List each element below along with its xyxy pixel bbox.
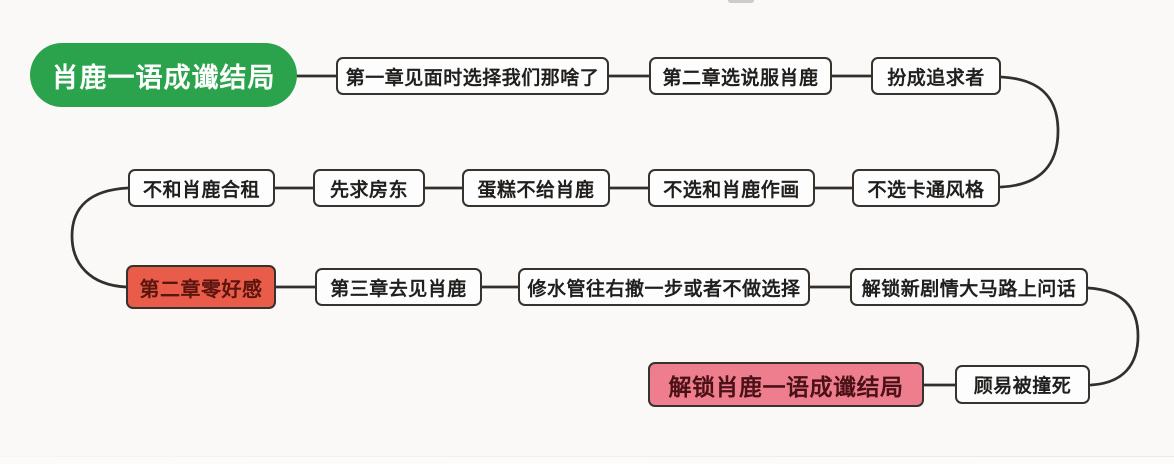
node-no-cohabit[interactable]: 不和肖鹿合租 [128,169,275,207]
bottom-edge-strip [0,457,1174,464]
node-ch2-zero-favor[interactable]: 第二章零好感 [126,265,276,309]
top-edge-artifact [728,0,754,3]
connector-line [70,186,130,289]
node-guyi-hit[interactable]: 顾易被撞死 [955,365,1090,404]
node-unlock-street-question[interactable]: 解锁新剧情大马路上问话 [850,268,1088,306]
connector-line [1086,286,1140,387]
bottom-edge-line [0,455,1174,457]
node-no-cake[interactable]: 蛋糕不给肖鹿 [462,169,610,207]
node-plumbing-choice[interactable]: 修水管往右撤一步或者不做选择 [518,268,810,306]
node-ch2-persuade[interactable]: 第二章选说服肖鹿 [649,57,832,95]
node-ch1-choice[interactable]: 第一章见面时选择我们那啥了 [336,57,609,95]
node-root[interactable]: 肖鹿一语成谶结局 [30,43,297,107]
node-no-cartoon-style[interactable]: 不选卡通风格 [852,169,1000,207]
node-ch3-visit[interactable]: 第三章去见肖鹿 [315,268,482,306]
node-no-paint-together[interactable]: 不选和肖鹿作画 [648,169,815,207]
node-ask-landlord-first[interactable]: 先求房东 [313,169,425,207]
node-pretend-suitor[interactable]: 扮成追求者 [871,57,1001,95]
node-unlock-ending[interactable]: 解锁肖鹿一语成谶结局 [648,362,924,407]
connector-line [999,75,1060,189]
